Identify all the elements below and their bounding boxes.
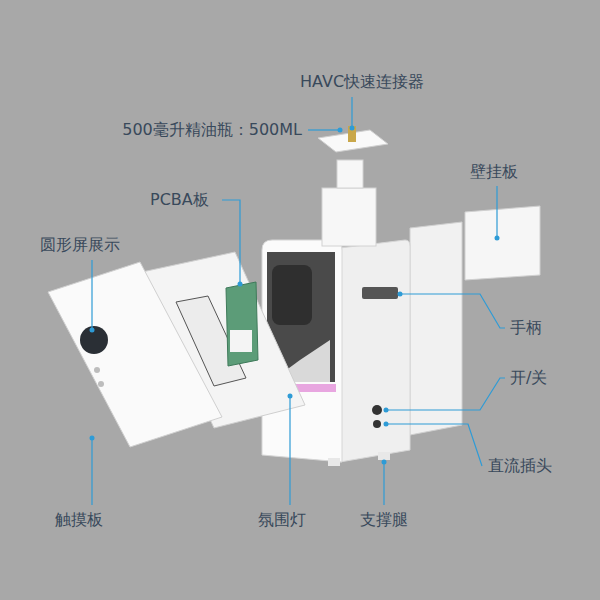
- round-screen: [80, 326, 108, 354]
- leader-dot: [350, 126, 355, 131]
- pump: [272, 265, 312, 325]
- leader-dot: [288, 394, 293, 399]
- callout-label: 氛围灯: [258, 510, 306, 530]
- pcba-connector: [230, 330, 252, 352]
- leader-line: [386, 424, 482, 466]
- callout-label: 触摸板: [55, 510, 103, 530]
- touch-icon: [94, 367, 100, 373]
- leader-line: [222, 200, 240, 284]
- touch-panel: [48, 262, 222, 447]
- leader-lines: [92, 97, 505, 505]
- leader-line: [308, 129, 340, 130]
- leader-dot: [384, 422, 389, 427]
- leader-dot: [495, 236, 500, 241]
- callout-label: 壁挂板: [470, 162, 518, 182]
- pcba-board: [226, 282, 258, 366]
- callout-label: 500毫升精油瓶：500ML: [122, 120, 302, 140]
- wall-plate: [410, 222, 462, 435]
- leader-dot: [382, 460, 387, 465]
- leader-line: [383, 462, 384, 505]
- leader-line: [386, 378, 505, 410]
- leader-dot: [398, 292, 403, 297]
- bottle-neck: [337, 160, 363, 188]
- callout-label: PCBA板: [150, 190, 209, 210]
- leader-dots: [90, 126, 500, 465]
- leader-dot: [384, 408, 389, 413]
- leg: [328, 458, 340, 466]
- callout-label: 直流插头: [488, 456, 552, 476]
- dc-jack: [373, 420, 381, 428]
- power-switch: [372, 405, 382, 415]
- housing-side: [340, 240, 410, 462]
- leader-dot: [90, 436, 95, 441]
- leg: [378, 452, 390, 460]
- callout-label: 支撑腿: [360, 510, 408, 530]
- havc-connector: [348, 126, 356, 142]
- callout-label: HAVC快速连接器: [300, 72, 424, 92]
- touch-icon: [98, 381, 104, 387]
- leader-line: [289, 396, 290, 505]
- callout-label: 圆形屏展示: [40, 235, 120, 255]
- leader-line: [91, 438, 92, 505]
- leader-line: [496, 186, 497, 238]
- leader-dot: [90, 328, 95, 333]
- leader-dot: [238, 282, 243, 287]
- callout-label: 手柄: [510, 318, 542, 338]
- leader-line: [91, 260, 92, 330]
- leader-line: [351, 97, 352, 128]
- oil-bottle: [322, 188, 376, 246]
- callout-label: 开/关: [510, 368, 547, 388]
- handle-slot: [362, 287, 398, 299]
- wall-bracket: [465, 206, 540, 280]
- leader-dot: [338, 128, 343, 133]
- leader-line: [400, 294, 505, 328]
